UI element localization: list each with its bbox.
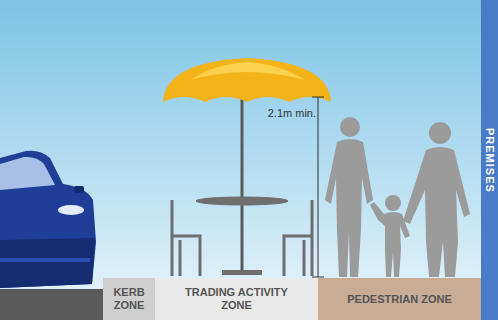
umbrella-canopy — [163, 58, 331, 102]
car-windshield — [0, 157, 55, 190]
car-illustration — [0, 151, 96, 288]
car-mirror — [74, 186, 84, 193]
umbrella-highlight — [190, 62, 305, 80]
pedestrians-illustration — [325, 117, 470, 277]
person-head — [340, 117, 360, 137]
zone-label: KERB ZONE — [103, 286, 155, 312]
premises-band: PREMISES — [481, 0, 498, 320]
chair-back-leg — [171, 200, 174, 276]
dimension-tick — [312, 97, 324, 98]
chair-seat — [172, 236, 200, 276]
car-headlight — [58, 205, 84, 215]
person-head — [429, 122, 451, 144]
adult-silhouette — [403, 147, 470, 277]
right-chair — [284, 200, 312, 276]
child-silhouette — [370, 202, 410, 277]
zone-band: PEDESTRIAN ZONE — [318, 278, 481, 320]
table-base — [222, 270, 262, 275]
person-head — [385, 195, 401, 211]
table-and-chairs — [172, 197, 312, 276]
adult-silhouette — [325, 139, 373, 277]
dimension-shaft — [318, 97, 319, 277]
chair-leg — [179, 240, 182, 276]
zone-band: TRADING ACTIVITY ZONE — [155, 278, 318, 320]
umbrella-illustration — [163, 58, 331, 275]
chair-seat — [284, 236, 312, 276]
left-chair — [172, 200, 200, 276]
table-top — [196, 197, 288, 205]
zone-label: PREMISES — [483, 128, 496, 193]
dimension-line — [312, 97, 324, 277]
dimension-label: 2.1m min. — [258, 107, 316, 119]
car-bumper — [0, 238, 95, 288]
zone-band: KERB ZONE — [103, 278, 155, 320]
chair-leg — [303, 240, 306, 276]
zone-label: PEDESTRIAN ZONE — [347, 293, 452, 306]
car-body — [0, 151, 96, 288]
chair-back-leg — [311, 200, 314, 276]
zone-label: TRADING ACTIVITY ZONE — [178, 286, 296, 312]
car-grille — [0, 258, 90, 262]
road-surface — [0, 289, 104, 320]
